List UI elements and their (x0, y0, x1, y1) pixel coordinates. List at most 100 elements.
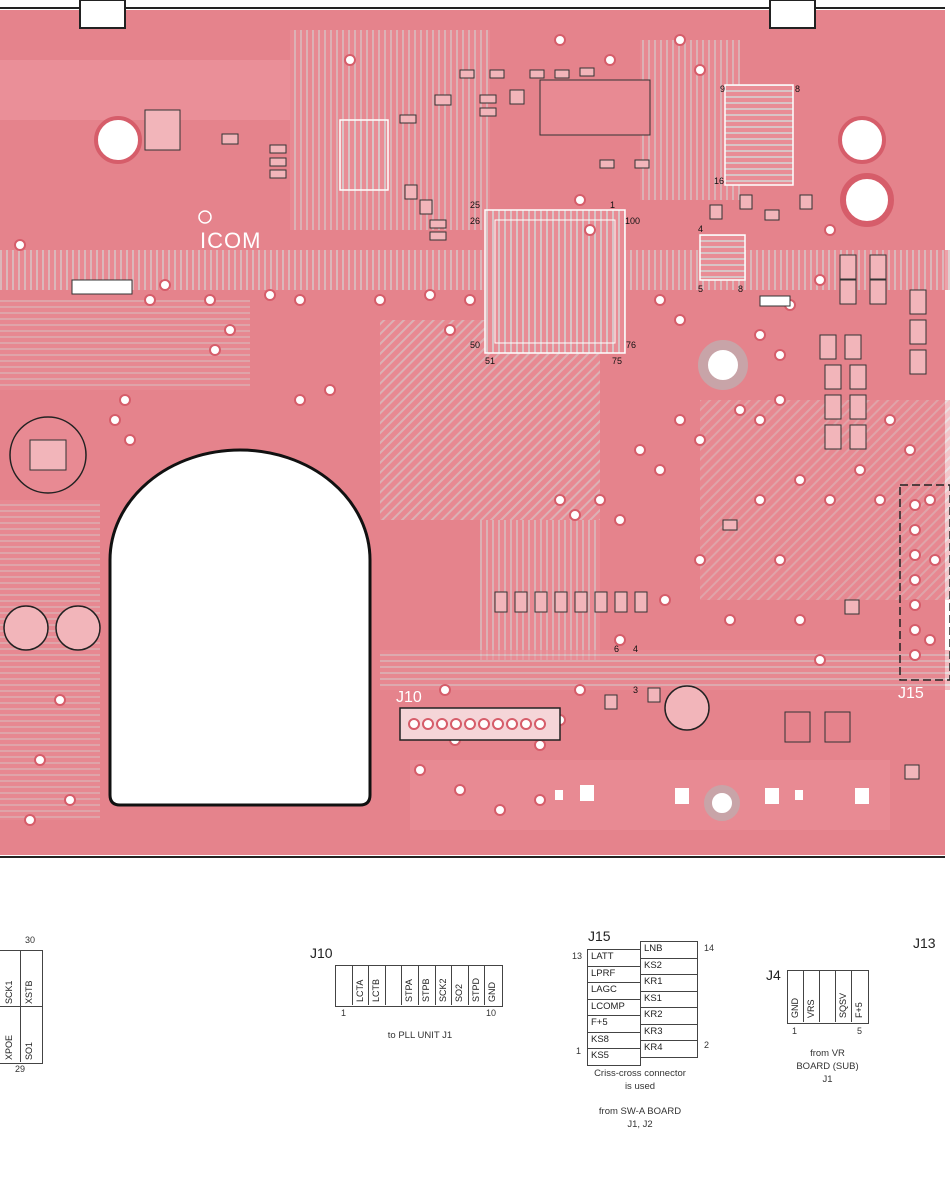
j15-pins (909, 499, 921, 661)
ic-pin-number: 100 (625, 216, 640, 226)
ic-pin-number: 3 (633, 685, 638, 695)
j15-ref: J15 (588, 928, 611, 944)
ic-outline (724, 84, 794, 186)
j10-pin-label: GND (487, 982, 498, 1002)
j10-pin-divider (451, 965, 453, 1005)
j10-pin-divider (467, 965, 469, 1005)
component (55, 605, 101, 651)
j15-right-pin: KR3 (640, 1023, 698, 1041)
j4-caption: BOARD (SUB) (796, 1061, 859, 1072)
j10-pin-divider (484, 965, 486, 1005)
j15-left-pin: LAGC (587, 982, 641, 1000)
left-connector-label: SO1 (24, 1041, 34, 1060)
trace-field (290, 30, 490, 230)
ic-pin-number: 4 (698, 224, 703, 234)
j15-left-pin: LATT (587, 949, 641, 967)
board-notch-left (79, 0, 126, 29)
mount-hole (94, 116, 142, 164)
icom-logo-circle (198, 210, 212, 224)
j15-caption: is used (624, 1081, 656, 1092)
j10-caption: to PLL UNIT J1 (387, 1030, 453, 1041)
j15-left-pin: KS5 (587, 1048, 641, 1066)
ic-outline (339, 119, 389, 191)
j15-caption: Criss-cross connector (594, 1068, 686, 1079)
trace-field (0, 500, 100, 820)
j10-pin-label: STPD (470, 977, 481, 1002)
ic-pin-number: 16 (714, 176, 724, 186)
j10-pin-divider (368, 965, 370, 1005)
j10-pin-divider (401, 965, 403, 1005)
j4-pin-divider (851, 970, 852, 1022)
mount-hole (704, 785, 740, 821)
j4-pin-label: SQSV (838, 992, 848, 1018)
j15-pin: 2 (704, 1040, 710, 1050)
component (664, 685, 710, 731)
j4-pin-divider (803, 970, 804, 1022)
j4-caption: from VR (810, 1048, 845, 1059)
left-connector-label: XPOE (4, 1034, 14, 1060)
j15-right-pin: LNB (640, 941, 698, 959)
main-ic-outline (484, 209, 626, 354)
j10-silk-label: J10 (396, 689, 422, 706)
j4-pin-label: VRS (806, 999, 816, 1018)
slot (824, 711, 851, 743)
ic-pin-number: 1 (610, 200, 615, 210)
ic-pin-number: 76 (626, 340, 636, 350)
j4-ref: J4 (766, 967, 781, 983)
left-connector-pin-bottom: 29 (15, 1064, 26, 1074)
board-notch-right (769, 0, 816, 29)
smd-group (819, 254, 927, 450)
left-connector-label: SCK1 (4, 980, 14, 1004)
icom-logo: ICOM (200, 228, 261, 253)
ic-pin-number: 8 (795, 84, 800, 94)
j15-caption: from SW-A BOARD (598, 1106, 682, 1117)
resistor-row (494, 591, 648, 613)
j10-last-pin: 10 (486, 1008, 497, 1018)
j15-right-pin: KS1 (640, 990, 698, 1008)
slot (784, 711, 811, 743)
left-connector-label: XSTB (24, 980, 34, 1004)
j10-pin-divider (351, 965, 353, 1005)
smd-group (221, 67, 920, 780)
j10-connector-box (335, 965, 503, 1007)
j4-pin-divider (835, 970, 836, 1022)
j15-pin: 13 (572, 951, 583, 961)
j10-pin-divider (384, 965, 386, 1005)
component (144, 109, 181, 151)
j10-pins (408, 718, 546, 730)
trace-field (0, 300, 250, 390)
left-connector-box (0, 950, 43, 1064)
j4-last-pin: 5 (857, 1026, 863, 1036)
component (539, 79, 651, 136)
slot (71, 279, 133, 295)
trace-field (380, 650, 950, 690)
j4-pin-label: F+5 (854, 1002, 864, 1018)
ic-pin-number: 4 (633, 644, 638, 654)
mount-hole (698, 340, 748, 390)
j4-caption: J1 (822, 1074, 833, 1085)
j4-connector-box (787, 970, 869, 1024)
j10-first-pin: 1 (341, 1008, 347, 1018)
j10-ref: J10 (310, 945, 333, 961)
board-cutout (108, 448, 372, 807)
copper-pour (410, 760, 890, 830)
j15-left-pin: LCOMP (587, 998, 641, 1016)
pcb-layout-diagram: ICOM J10 J15 25 26 1 100 50 51 75 76 9 8… (0, 0, 950, 858)
j15-right-pin: KR4 (640, 1040, 698, 1058)
via-holes (14, 34, 941, 826)
ic-pin-number: 6 (614, 644, 619, 654)
trace-field (640, 40, 740, 200)
pads (555, 785, 869, 804)
j4-pin-divider (819, 970, 820, 1022)
j15-left-pin: LPRF (587, 965, 641, 983)
j15-connector-footprint (899, 484, 950, 681)
j10-pin-label: LCTA (354, 979, 365, 1002)
j13-ref: J13 (913, 935, 936, 951)
j4-pin-label: GND (790, 998, 800, 1018)
j10-pin-divider (418, 965, 419, 1005)
j10-pin-label: SCK2 (437, 978, 448, 1002)
component (3, 605, 49, 651)
trace-field (0, 250, 950, 290)
j10-pin-label: STPB (421, 978, 431, 1002)
j15-pin: 1 (576, 1046, 582, 1056)
